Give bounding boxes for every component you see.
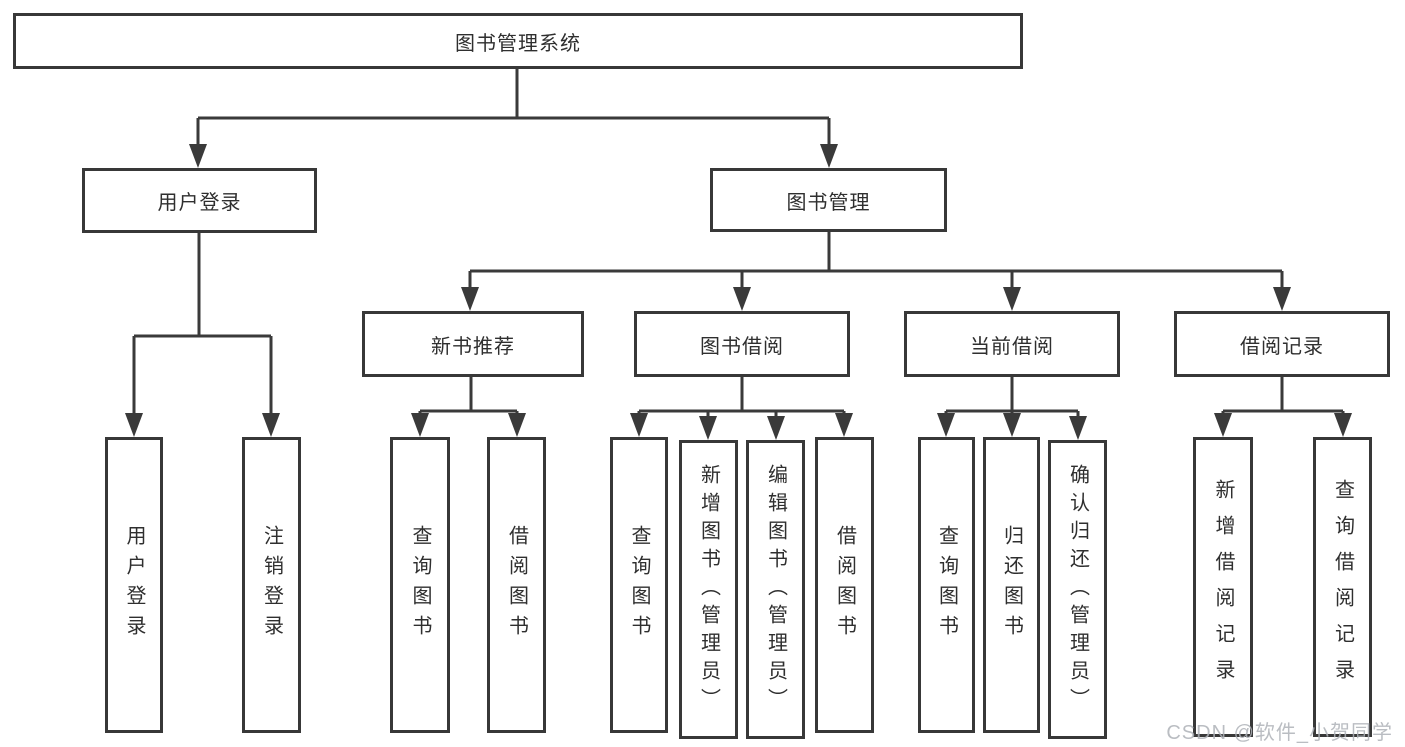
- leaf-current-query-books-label: 查询图书: [935, 525, 958, 645]
- node-new-book-recommend-label: 新书推荐: [431, 335, 515, 358]
- leaf-recommend-query-books: 查询图书: [390, 437, 450, 733]
- leaf-logout: 注销登录: [242, 437, 301, 733]
- leaf-borrow-add-books-admin-label: 新增图书（管理员）: [697, 463, 720, 716]
- leaf-current-query-books: 查询图书: [918, 437, 975, 733]
- arrowheads: [125, 144, 1352, 440]
- node-borrow-record: 借阅记录: [1174, 311, 1390, 377]
- node-root: 图书管理系统: [13, 13, 1023, 69]
- leaf-current-return-books-label: 归还图书: [1000, 525, 1023, 645]
- leaf-record-query-label: 查询借阅记录: [1331, 479, 1354, 695]
- leaf-record-add-label: 新增借阅记录: [1212, 479, 1234, 695]
- node-borrow-record-label: 借阅记录: [1240, 335, 1324, 358]
- csdn-watermark: CSDN @软件_小贺同学: [1166, 722, 1393, 744]
- leaf-record-query: 查询借阅记录: [1313, 437, 1372, 737]
- connector-book-management: [468, 232, 1284, 291]
- node-new-book-recommend: 新书推荐: [362, 311, 584, 377]
- leaf-user-login-label: 用户登录: [123, 525, 145, 645]
- leaf-borrow-borrow-books: 借阅图书: [815, 437, 874, 733]
- connector-recommend: [418, 377, 519, 417]
- leaf-borrow-query-books-label: 查询图书: [628, 525, 650, 645]
- node-book-management-label: 图书管理: [786, 191, 871, 214]
- leaf-borrow-edit-books-admin: 编辑图书（管理员）: [746, 440, 805, 739]
- leaf-logout-label: 注销登录: [260, 525, 283, 645]
- leaf-current-return-books: 归还图书: [983, 437, 1040, 733]
- leaf-recommend-borrow-books-label: 借阅图书: [505, 525, 528, 645]
- node-root-label: 图书管理系统: [455, 32, 581, 55]
- connector-record: [1221, 377, 1345, 417]
- leaf-record-add: 新增借阅记录: [1193, 437, 1253, 737]
- node-current-borrow: 当前借阅: [904, 311, 1120, 377]
- node-current-borrow-label: 当前借阅: [970, 335, 1054, 358]
- node-user-login-label: 用户登录: [157, 192, 242, 214]
- node-book-borrow-label: 图书借阅: [700, 335, 784, 358]
- node-user-login: 用户登录: [82, 168, 317, 233]
- leaf-user-login: 用户登录: [105, 437, 163, 733]
- connector-borrow: [637, 377, 846, 420]
- node-book-borrow: 图书借阅: [634, 311, 850, 377]
- leaf-borrow-query-books: 查询图书: [610, 437, 668, 733]
- leaf-borrow-add-books-admin: 新增图书（管理员）: [679, 440, 738, 739]
- leaf-recommend-query-books-label: 查询图书: [409, 525, 431, 645]
- connector-user-login: [132, 233, 273, 415]
- leaf-borrow-borrow-books-label: 借阅图书: [833, 525, 856, 645]
- leaf-recommend-borrow-books: 借阅图书: [487, 437, 546, 733]
- leaf-current-confirm-return-admin: 确认归还（管理员）: [1048, 440, 1107, 739]
- node-book-management: 图书管理: [710, 168, 947, 232]
- leaf-current-confirm-return-admin-label: 确认归还（管理员）: [1066, 463, 1089, 716]
- leaf-borrow-edit-books-admin-label: 编辑图书（管理员）: [764, 463, 787, 716]
- connector-root: [196, 68, 831, 146]
